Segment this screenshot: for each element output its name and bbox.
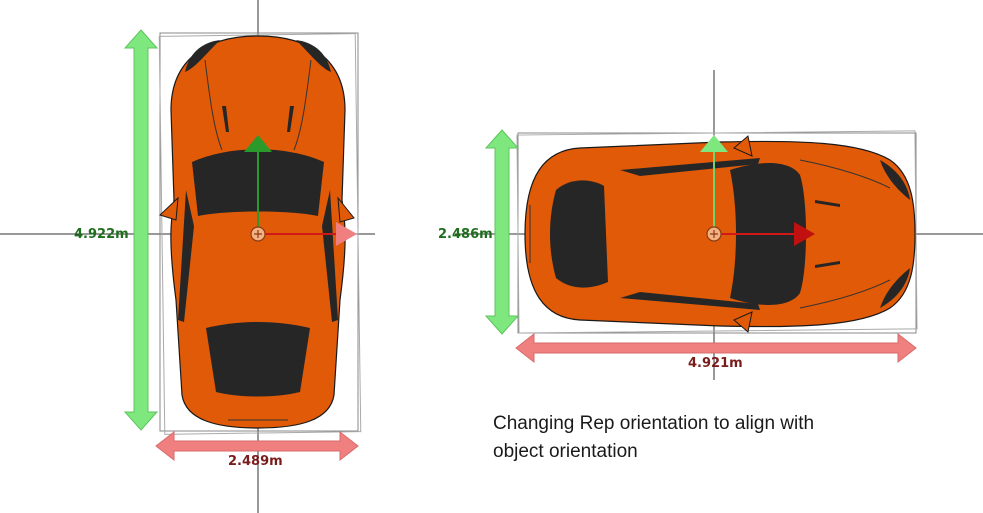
length-dimension-arrow <box>123 29 159 431</box>
up-axis-arrowhead <box>700 135 728 152</box>
right-mirror <box>337 196 355 223</box>
length-dimension-label: 4.921m <box>688 356 743 371</box>
caption: Changing Rep orientation to align with o… <box>493 410 933 466</box>
hood-vent <box>287 106 294 132</box>
rear-window <box>550 180 608 288</box>
length-dimension-label: 4.922m <box>74 227 129 242</box>
length-dimension-arrow <box>515 332 917 364</box>
car-top-view-horizontal <box>524 135 916 333</box>
width-dimension-arrow <box>484 129 520 335</box>
horizontal-car-view: 2.486m 4.921m <box>438 70 983 380</box>
headlight-lower <box>880 268 910 308</box>
width-dimension-arrow <box>155 430 359 462</box>
headlight-left <box>185 40 220 72</box>
vertical-car-view: 4.922m 2.489m <box>0 0 375 513</box>
lower-mirror <box>733 311 753 333</box>
hood-line <box>799 159 891 189</box>
pivot-cross <box>710 230 718 238</box>
side-window-upper <box>620 158 760 176</box>
rear-window <box>206 322 310 397</box>
bounding-box-rotated <box>158 33 362 435</box>
hood-line <box>204 59 223 151</box>
side-window-lower <box>620 292 760 310</box>
caption-line-2: object orientation <box>493 441 638 462</box>
upper-mirror <box>733 135 753 157</box>
hood-line <box>799 279 891 309</box>
pivot-cross <box>254 230 262 238</box>
up-axis-arrowhead <box>244 135 272 152</box>
hood-line <box>293 59 312 151</box>
width-dimension-label: 2.489m <box>228 454 283 469</box>
right-axis-arrowhead <box>336 222 357 246</box>
side-window-right <box>322 190 338 322</box>
left-mirror <box>159 196 179 221</box>
headlight-right <box>296 40 331 72</box>
caption-line-1: Changing Rep orientation to align with <box>493 413 815 434</box>
hood-vent <box>815 261 840 268</box>
side-window-left <box>178 190 194 322</box>
hood-vent <box>222 106 229 132</box>
bounding-box-rotated <box>516 130 918 334</box>
hood-vent <box>815 200 840 207</box>
width-dimension-label: 2.486m <box>438 227 493 242</box>
headlight-upper <box>880 160 910 200</box>
right-axis-arrowhead <box>794 222 815 246</box>
